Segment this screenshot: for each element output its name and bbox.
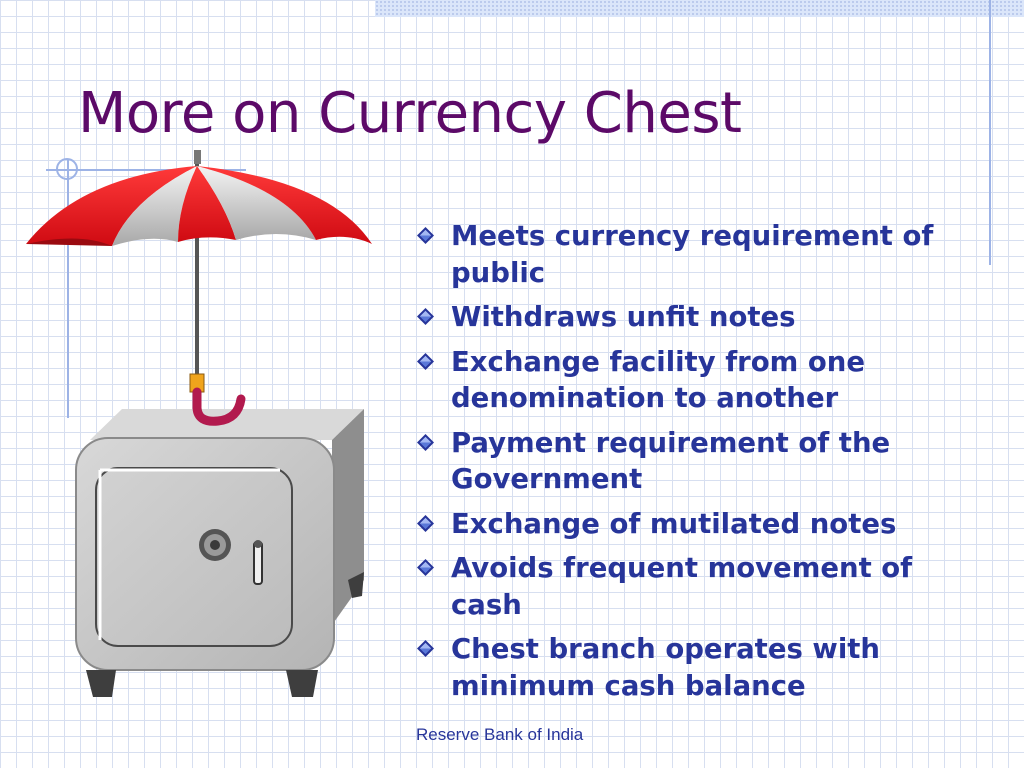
diamond-bullet-icon — [417, 559, 434, 576]
bullet-text: Chest branch operates with minimum cash … — [451, 633, 880, 702]
bullet-list: Meets currency requirement of public Wit… — [412, 218, 992, 712]
diamond-bullet-icon — [417, 640, 434, 657]
diamond-bullet-icon — [417, 227, 434, 244]
handle-icon — [253, 540, 263, 585]
bullet-text: Exchange of mutilated notes — [451, 507, 897, 540]
safe-icon — [75, 409, 364, 697]
bullet-text: Exchange facility from one denomination … — [451, 345, 865, 415]
top-decorative-band — [375, 0, 1024, 17]
horizontal-accent-rule — [46, 169, 246, 171]
right-accent-rule — [989, 0, 991, 265]
bullet-text: Withdraws unfit notes — [451, 301, 796, 333]
bullet-item: Exchange of mutilated notes — [412, 506, 992, 543]
umbrella-safe-illustration — [26, 150, 372, 697]
bullet-item: Meets currency requirement of public — [412, 218, 992, 291]
bullet-item: Withdraws unfit notes — [412, 299, 992, 336]
accent-circle — [56, 158, 78, 180]
diamond-bullet-icon — [417, 352, 434, 370]
footer-text: Reserve Bank of India — [416, 725, 584, 744]
bullet-item: Payment requirement of the Government — [412, 425, 992, 498]
bullet-text: Avoids frequent movement of cash — [451, 552, 913, 621]
diamond-bullet-icon — [417, 514, 434, 532]
bullet-item: Chest branch operates with minimum cash … — [412, 631, 992, 704]
slide-title: More on Currency Chest — [78, 81, 742, 146]
bullet-text: Meets currency requirement of public — [451, 220, 934, 289]
bullet-item: Exchange facility from one denomination … — [412, 344, 992, 417]
umbrella-icon — [26, 150, 372, 426]
diamond-bullet-icon — [417, 308, 434, 325]
left-accent-rule — [67, 160, 69, 418]
diamond-bullet-icon — [417, 433, 434, 451]
bullet-text: Payment requirement of the Government — [451, 426, 891, 496]
dial-icon — [199, 529, 231, 561]
bullet-item: Avoids frequent movement of cash — [412, 550, 992, 623]
